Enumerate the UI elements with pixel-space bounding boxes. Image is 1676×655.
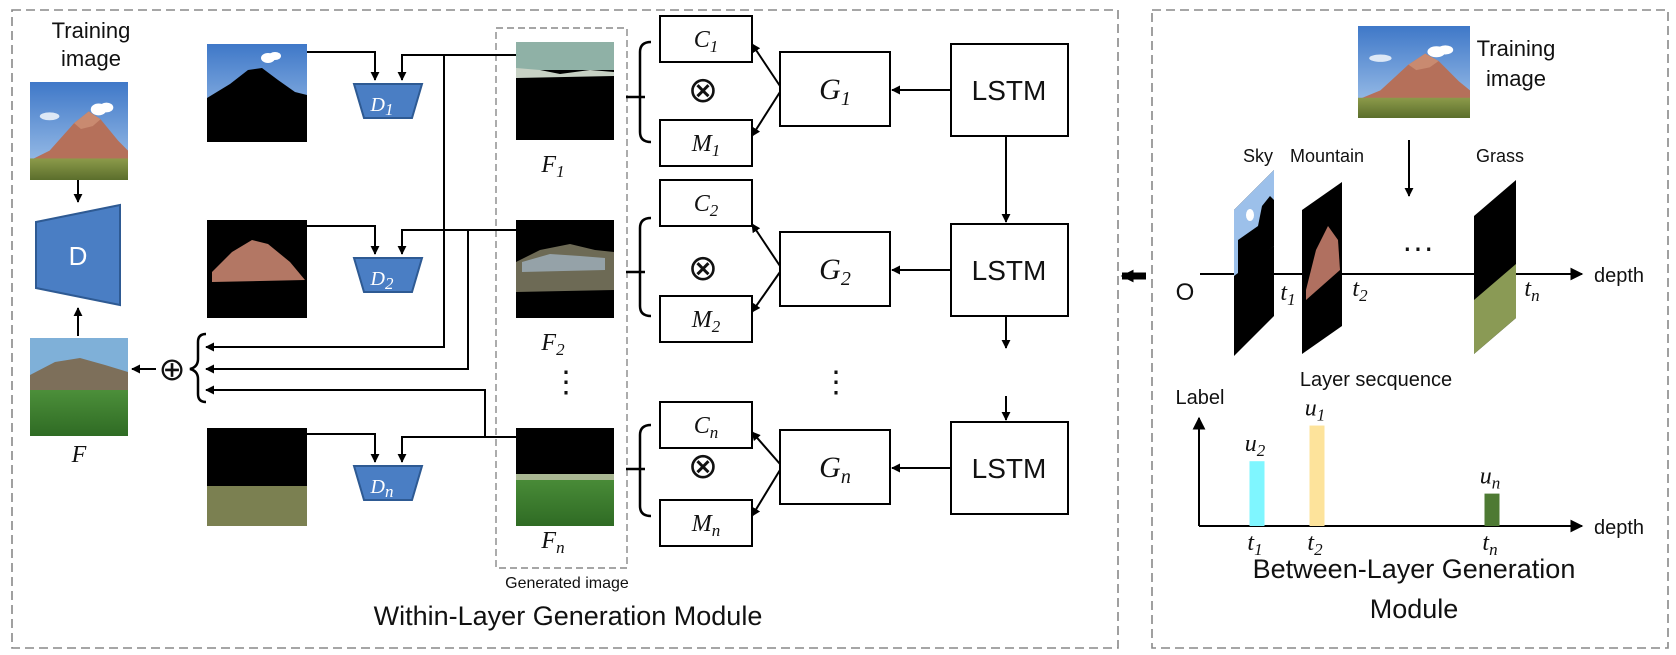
lstm-label-2: LSTM bbox=[972, 255, 1047, 286]
feature-label-1: F1 bbox=[540, 152, 564, 181]
bar-label-u-1: u2 bbox=[1245, 431, 1266, 460]
oplus-symbol: ⊕ bbox=[159, 351, 186, 387]
m-box-n bbox=[659, 499, 753, 547]
label-bar-1 bbox=[1249, 461, 1265, 526]
g-box-n bbox=[779, 429, 891, 505]
origin-label: O bbox=[1176, 279, 1195, 306]
c-label-1: C1 bbox=[694, 27, 719, 56]
right-training-image-thumb bbox=[1358, 26, 1470, 118]
tick-top-tn: tn bbox=[1524, 276, 1539, 305]
g-label-1: G1 bbox=[819, 73, 851, 110]
ellipsis-vertical-g: ⋮ bbox=[821, 366, 851, 399]
between-layer-module-title-1: Between-Layer Generation bbox=[1253, 554, 1576, 584]
layer-name-grass: Grass bbox=[1476, 146, 1524, 166]
c-label-2: C2 bbox=[694, 191, 719, 220]
g-box-1 bbox=[779, 51, 891, 127]
discriminator-main bbox=[35, 203, 121, 307]
m-label-1: M1 bbox=[691, 131, 721, 160]
composite-label: F bbox=[71, 442, 87, 468]
m-label-2: M2 bbox=[691, 307, 721, 336]
g-label-2: G2 bbox=[819, 253, 851, 290]
between-layer-module-title-2: Module bbox=[1370, 594, 1459, 624]
between-layer-module-border bbox=[1151, 9, 1669, 649]
layer-dots: ··· bbox=[1402, 229, 1434, 265]
label-bars: u2 t1 u1 t2 un tn bbox=[1245, 396, 1501, 559]
lstm-label-n: LSTM bbox=[972, 453, 1047, 484]
g-box-2 bbox=[779, 231, 891, 307]
layer-name-sky: Sky bbox=[1243, 146, 1273, 166]
layer-plane-grass bbox=[1474, 180, 1516, 354]
discriminator-1 bbox=[352, 83, 424, 119]
mask-image-2 bbox=[207, 220, 307, 318]
label-bar-3 bbox=[1484, 493, 1500, 526]
generated-image-1 bbox=[516, 42, 614, 140]
c-label-n: Cn bbox=[694, 413, 719, 442]
discriminator-n bbox=[352, 465, 424, 501]
otimes-symbol-n: ⊗ bbox=[688, 445, 718, 486]
generated-image-n bbox=[516, 428, 614, 526]
generated-image-2 bbox=[516, 220, 614, 318]
lstm-box-n bbox=[950, 421, 1069, 515]
generated-image-group-border bbox=[495, 27, 628, 569]
within-layer-module-title: Within-Layer Generation Module bbox=[374, 601, 763, 631]
ellipsis-vertical-left: ⋮ bbox=[551, 366, 581, 399]
c-box-1 bbox=[659, 15, 753, 63]
bar-label-u-3: un bbox=[1480, 464, 1501, 493]
depth-axis-label-bottom: depth bbox=[1594, 517, 1644, 539]
discriminator-1-label: D1 bbox=[370, 94, 394, 119]
layer-name-mountain: Mountain bbox=[1290, 146, 1364, 166]
layer-sequence-label: Layer secquence bbox=[1300, 369, 1452, 391]
generated-image-label: Generated image bbox=[505, 575, 629, 592]
c-box-2 bbox=[659, 179, 753, 227]
depth-axis-label-top: depth bbox=[1594, 265, 1644, 287]
tick-top-t1: t1 bbox=[1280, 280, 1295, 309]
feature-label-2: F2 bbox=[540, 330, 565, 359]
m-box-2 bbox=[659, 295, 753, 343]
lstm-label-1: LSTM bbox=[972, 75, 1047, 106]
mask-image-n bbox=[207, 428, 307, 526]
discriminator-2-label: D2 bbox=[370, 268, 394, 293]
g-label-n: Gn bbox=[819, 451, 851, 488]
discriminator-2 bbox=[352, 257, 424, 293]
label-bar-2 bbox=[1309, 425, 1325, 526]
m-label-n: Mn bbox=[691, 511, 721, 540]
within-layer-module-border bbox=[11, 9, 1119, 649]
training-image-label-1: Training bbox=[52, 18, 131, 43]
c-box-n bbox=[659, 401, 753, 449]
composite-image-thumb bbox=[30, 338, 128, 436]
tick-top-t2: t2 bbox=[1352, 276, 1368, 305]
otimes-symbol-2: ⊗ bbox=[688, 247, 718, 288]
otimes-symbol-1: ⊗ bbox=[688, 69, 718, 110]
training-image-label-2: image bbox=[61, 46, 121, 71]
mask-image-1 bbox=[207, 44, 307, 142]
bar-tick-t-3: tn bbox=[1482, 530, 1497, 559]
m-box-1 bbox=[659, 119, 753, 167]
layer-plane-sky bbox=[1234, 170, 1274, 356]
training-image-thumb bbox=[30, 82, 128, 180]
label-axis-title: Label bbox=[1176, 387, 1225, 409]
discriminator-main-label: D bbox=[69, 241, 88, 271]
right-training-image-label-2: image bbox=[1486, 66, 1546, 91]
feature-label-n: Fn bbox=[540, 528, 564, 557]
layer-plane-mountain bbox=[1302, 182, 1342, 354]
lstm-box-1 bbox=[950, 43, 1069, 137]
discriminator-n-label: Dn bbox=[370, 476, 394, 501]
right-training-image-label-1: Training bbox=[1477, 36, 1556, 61]
bar-tick-t-1: t1 bbox=[1247, 530, 1262, 559]
bar-label-u-2: u1 bbox=[1305, 396, 1326, 425]
bar-tick-t-2: t2 bbox=[1307, 530, 1323, 559]
